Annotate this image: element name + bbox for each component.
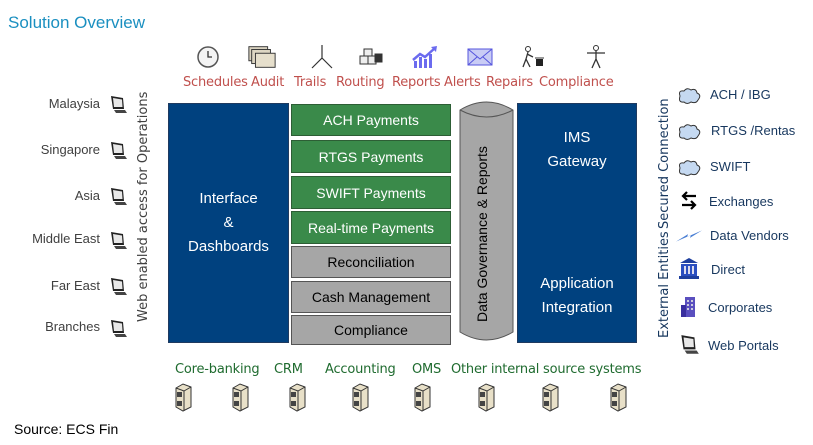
monitor-icon <box>111 96 127 113</box>
monitor-icon <box>675 333 703 357</box>
external-rtgs-rentas: RTGS /Rentas <box>711 123 796 138</box>
server-icon <box>352 383 369 412</box>
data-governance-label: Data Governance & Reports <box>474 146 490 322</box>
external-entities-label: External Entities <box>657 231 672 338</box>
cloud-icon <box>675 84 703 108</box>
region-middle-east: Middle East <box>32 231 100 246</box>
module-cash-management: Cash Management <box>291 281 451 313</box>
region-branches: Branches <box>45 319 100 334</box>
secured-connection-label: Secured Connection <box>657 98 672 229</box>
monitor-icon <box>111 188 127 205</box>
data-governance-cylinder <box>459 101 514 341</box>
page-title: Solution Overview <box>8 13 146 32</box>
envelope-icon <box>465 44 495 70</box>
source-other-internal: Other internal source systems <box>451 362 642 377</box>
app-integration-line2: Integration <box>541 299 613 316</box>
interface-dashboards-block: Interface & Dashboards <box>168 103 289 343</box>
bank-icon <box>675 256 703 280</box>
source-caption: Source: ECS Fin <box>14 421 119 437</box>
region-asia: Asia <box>74 188 100 203</box>
external-exchanges: Exchanges <box>709 194 774 209</box>
region-far-east: Far East <box>50 278 100 293</box>
module-compliance: Compliance <box>291 315 451 345</box>
server-icon <box>542 383 559 412</box>
ims-gateway-block: IMS Gateway Application Integration <box>517 103 637 343</box>
boxes-icon <box>356 44 386 70</box>
external-web-portals: Web Portals <box>708 338 779 353</box>
source-oms: OMS <box>412 362 442 377</box>
feature-label-repairs: Repairs <box>486 75 533 90</box>
chart-up-icon <box>410 44 440 70</box>
module-swift-payments: SWIFT Payments <box>291 176 451 209</box>
feature-label-trails: Trails <box>294 75 327 90</box>
external-data-vendors: Data Vendors <box>710 228 789 243</box>
module-rtgs-payments: RTGS Payments <box>291 140 451 173</box>
cloud-icon <box>675 120 703 144</box>
server-icon <box>232 383 249 412</box>
feature-label-routing: Routing <box>336 75 385 90</box>
module-reconciliation: Reconciliation <box>291 246 451 278</box>
lightning-icon <box>675 224 703 248</box>
worker-icon <box>517 44 547 70</box>
external-direct: Direct <box>711 262 745 277</box>
external-swift: SWIFT <box>710 159 751 174</box>
source-crm: CRM <box>274 362 303 377</box>
interface-line2: & <box>223 214 234 231</box>
server-icon <box>610 383 627 412</box>
clock-icon <box>193 44 223 70</box>
server-icon <box>478 383 495 412</box>
external-ach-ibg: ACH / IBG <box>710 87 771 102</box>
server-icon <box>289 383 306 412</box>
external-corporates: Corporates <box>708 300 773 315</box>
app-integration-line1: Application <box>540 275 614 292</box>
folders-icon <box>247 44 277 70</box>
server-icon <box>414 383 431 412</box>
feature-label-compliance: Compliance <box>539 75 614 90</box>
region-singapore: Singapore <box>40 142 100 157</box>
feature-label-alerts: Alerts <box>444 75 481 90</box>
interface-line1: Interface <box>199 190 258 207</box>
source-accounting: Accounting <box>325 362 396 377</box>
source-core-banking: Core-banking <box>175 362 260 377</box>
module-realtime-payments: Real-time Payments <box>291 211 451 244</box>
exchange-arrows-icon <box>675 189 703 213</box>
monitor-icon <box>111 142 127 159</box>
interface-line3: Dashboards <box>188 238 269 255</box>
region-malaysia: Malaysia <box>48 96 100 111</box>
monitor-icon <box>111 232 127 249</box>
office-building-icon <box>675 295 703 319</box>
feature-label-schedules: Schedules <box>183 75 248 90</box>
ims-line1: IMS <box>563 129 591 146</box>
ims-line2: Gateway <box>547 153 607 170</box>
web-access-label: Web enabled access for Operations <box>136 91 151 322</box>
person-icon <box>581 44 611 70</box>
module-ach-payments: ACH Payments <box>291 104 451 136</box>
feature-label-reports: Reports <box>392 75 441 90</box>
feature-label-audit: Audit <box>251 75 285 90</box>
cloud-icon <box>675 156 703 180</box>
monitor-icon <box>111 320 127 337</box>
fork-icon <box>307 44 337 70</box>
server-icon <box>175 383 192 412</box>
monitor-icon <box>111 278 127 295</box>
